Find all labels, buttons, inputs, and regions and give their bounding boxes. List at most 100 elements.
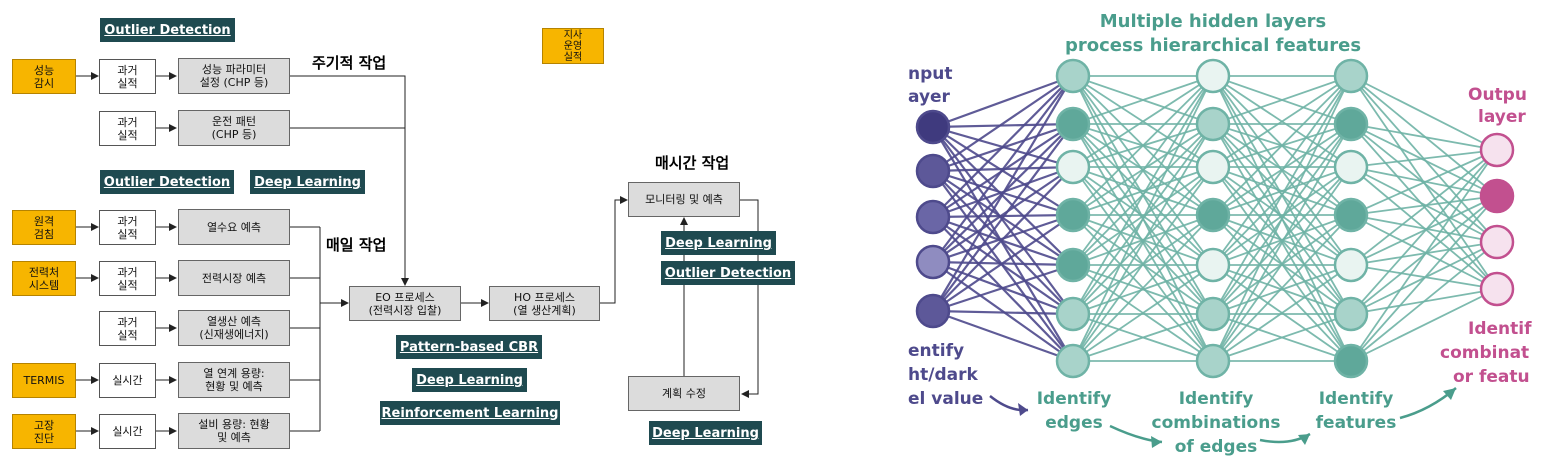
network-edge: [1072, 313, 1214, 362]
hidden-node: [1055, 197, 1091, 233]
reinforcement-learning-tag: Reinforcement Learning: [380, 401, 560, 425]
network-edge: [1212, 123, 1352, 362]
input-desc-line1: entify: [908, 341, 964, 361]
hourly-work-heading: 매시간 작업: [655, 154, 730, 172]
outlier-detection-tag: Outlier Detection: [661, 261, 795, 285]
deep-learning-tag: Deep Learning: [649, 421, 762, 445]
hidden-node: [1195, 58, 1231, 94]
eo-process-box: EO 프로세스 (전력시장 입찰): [349, 286, 461, 321]
output-label-line1: Outpu: [1468, 85, 1527, 105]
network-edge: [1350, 195, 1498, 216]
network-edge: [1072, 264, 1214, 362]
comb-desc-line1: Identify: [1179, 389, 1254, 409]
title-line1: Multiple hidden layers: [1100, 11, 1327, 32]
output-node: [1479, 224, 1515, 260]
network-edge: [1212, 166, 1352, 216]
realtime-box: 실시간: [99, 363, 156, 398]
deep-learning-tag: Deep Learning: [412, 368, 527, 392]
input-node: [915, 109, 951, 145]
hidden-node: [1055, 106, 1091, 142]
network-edge: [932, 166, 1074, 312]
hidden-node: [1333, 106, 1369, 142]
network-edge: [1072, 166, 1214, 216]
hidden-node: [1333, 149, 1369, 185]
network-edge: [1350, 149, 1498, 168]
network-edge: [1350, 195, 1498, 362]
network-edge: [1350, 214, 1498, 290]
network-edge: [932, 214, 1074, 312]
network-edge: [1350, 149, 1498, 315]
hidden-node: [1055, 296, 1091, 332]
source-box: 원격 검침: [12, 210, 76, 245]
network-edge: [1350, 149, 1498, 216]
input-node: [915, 293, 951, 329]
network-edge: [932, 75, 1074, 218]
title-line2: process hierarchical features: [1065, 35, 1361, 56]
network-edge: [1212, 75, 1352, 266]
network-edge: [1350, 241, 1498, 362]
outlier-detection-tag: Outlier Detection: [100, 170, 234, 194]
network-edge: [1072, 75, 1214, 266]
history-box: 과거 실적: [99, 261, 156, 296]
hidden-node: [1333, 247, 1369, 283]
network-edge: [1212, 75, 1352, 362]
network-edge: [1350, 214, 1498, 243]
source-box: 전력처 시스템: [12, 261, 76, 296]
out-desc-line1: Identif: [1468, 319, 1532, 339]
network-edge: [1072, 166, 1214, 315]
output-label-line2: layer: [1478, 107, 1526, 127]
comb-desc-line3: of edges: [1175, 437, 1258, 457]
hidden-node: [1055, 343, 1091, 379]
hidden-node: [1195, 343, 1231, 379]
flow-arrowhead: [1298, 434, 1310, 445]
network-edge: [932, 166, 1074, 263]
network-edge: [1212, 75, 1352, 315]
flow-arrowhead: [1018, 403, 1028, 416]
network-edge: [1212, 75, 1352, 216]
process-box: 설비 용량: 현황 및 예측: [178, 413, 290, 449]
hidden-node: [1055, 149, 1091, 185]
output-node: [1479, 178, 1515, 214]
output-node: [1479, 271, 1515, 307]
network-edge: [1072, 166, 1214, 266]
network-edge: [1350, 195, 1498, 266]
network-edge: [1350, 149, 1498, 362]
network-edge: [1350, 288, 1498, 362]
network-edge: [1212, 75, 1352, 125]
input-node: [915, 153, 951, 189]
network-edge: [932, 75, 1074, 312]
input-node: [915, 199, 951, 235]
pattern-cbr-tag: Pattern-based CBR: [396, 335, 542, 359]
source-box: 성능 감시: [12, 59, 76, 94]
network-edge: [1350, 241, 1498, 266]
network-edge: [932, 309, 1074, 363]
plan-revision-box: 계획 수정: [628, 376, 740, 411]
process-box: 열수요 예측: [178, 209, 290, 245]
network-edge: [1072, 123, 1214, 362]
network-edge: [1072, 75, 1214, 315]
flow-arrowhead: [1151, 436, 1162, 448]
network-edge: [1072, 75, 1214, 168]
out-desc-line2: combinat: [1440, 343, 1529, 363]
source-box: TERMIS: [12, 363, 76, 398]
deep-learning-tag: Deep Learning: [250, 170, 365, 194]
outlier-detection-tag: Outlier Detection: [100, 18, 235, 42]
neural-network-svg: Multiple hidden layers process hierarchi…: [908, 11, 1532, 457]
network-edge: [932, 126, 1074, 266]
out-desc-line3: or featu: [1453, 367, 1530, 387]
input-desc-line3: el value: [908, 389, 983, 409]
hidden-node: [1333, 296, 1369, 332]
network-edge: [1212, 313, 1352, 362]
network-edge: [1212, 166, 1352, 266]
output-node: [1479, 132, 1515, 168]
branch-results-box: 지사 운영 실적: [542, 28, 604, 64]
network-edge: [932, 123, 1074, 312]
realtime-box: 실시간: [99, 414, 156, 449]
process-flow-diagram: Outlier Detection Outlier Detection Deep…: [12, 18, 795, 449]
hidden-node: [1195, 106, 1231, 142]
hidden-node: [1055, 247, 1091, 283]
network-edge: [932, 75, 1074, 263]
edges-desc-line2: edges: [1045, 413, 1103, 433]
hidden-node: [1055, 58, 1091, 94]
network-edge: [1072, 75, 1214, 216]
